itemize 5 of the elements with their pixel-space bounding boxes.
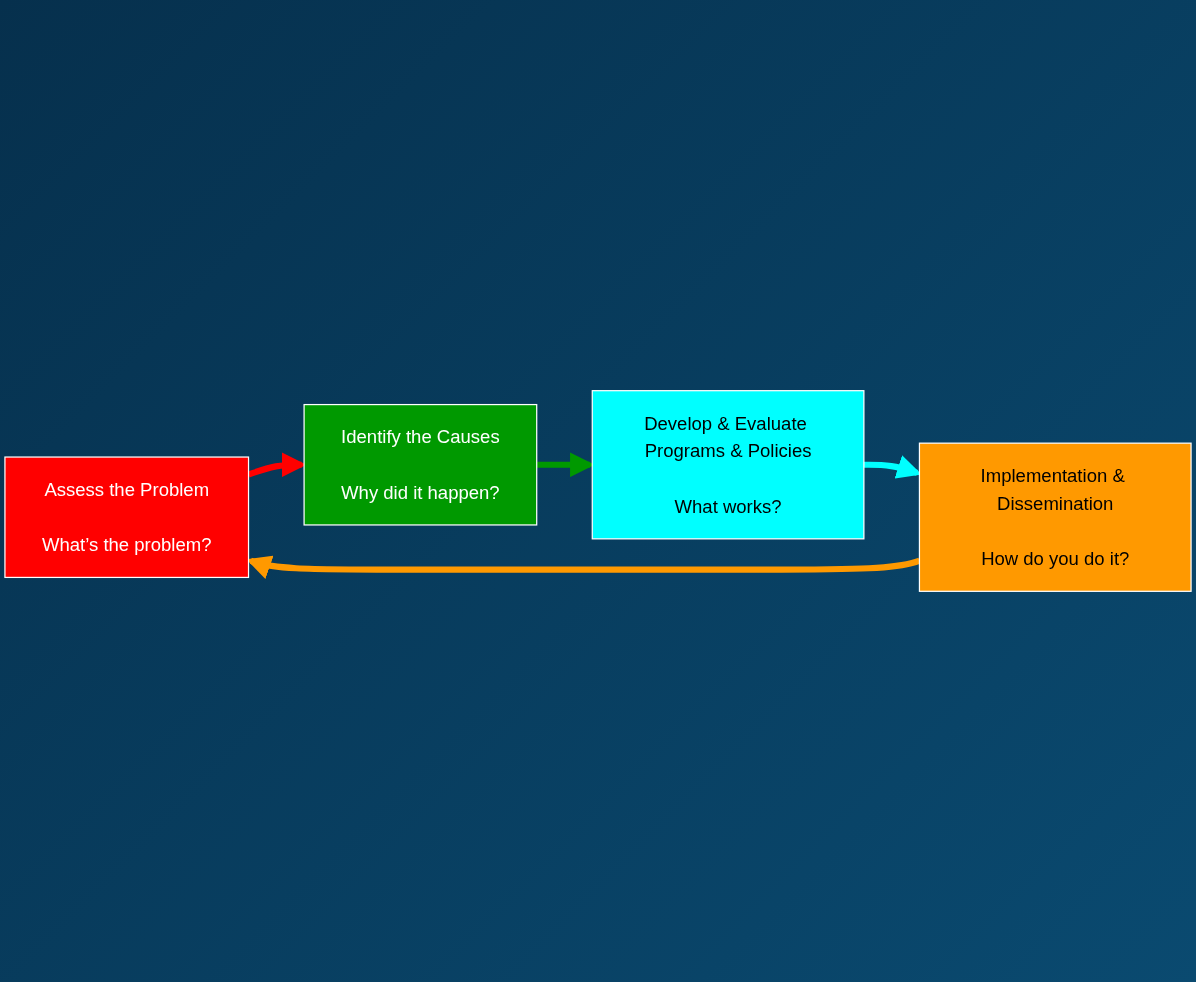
node-box: Develop & Evaluate Programs & Policies What works? [591,390,865,540]
node-box: Assess the Problem What’s the problem? [4,456,250,579]
arrow [863,455,922,479]
node-box: Implementation & Dissemination How do you do it? [918,442,1192,592]
node-box: Identify the Causes Why did it happen? [303,403,538,526]
